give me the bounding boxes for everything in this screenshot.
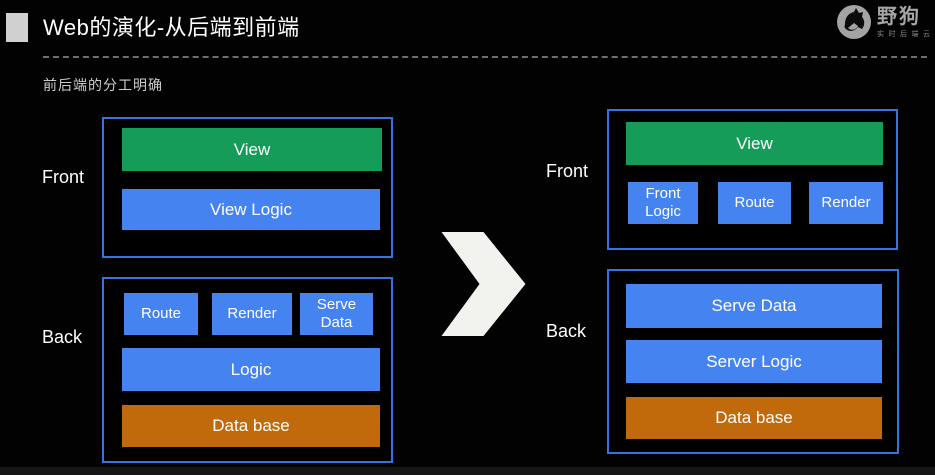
subtitle: 前后端的分工明确 — [43, 77, 163, 93]
after-serve-data-bar: Serve Data — [626, 284, 882, 328]
title-divider — [43, 56, 927, 58]
before-view-bar: View — [122, 128, 382, 171]
before-database-bar: Data base — [122, 405, 380, 447]
after-front-logic-chip: Front Logic — [628, 182, 698, 224]
before-logic-bar: Logic — [122, 348, 380, 391]
before-route-chip: Route — [124, 293, 198, 335]
bottom-strip — [0, 467, 935, 475]
before-view-logic-bar: View Logic — [122, 189, 380, 230]
title-marker — [6, 13, 28, 42]
after-database-bar: Data base — [626, 397, 882, 439]
logo-tagline: 实时后端云 — [877, 30, 935, 38]
wilddog-icon — [837, 5, 871, 39]
before-back-label: Back — [42, 327, 83, 347]
before-serve-data-chip: Serve Data — [300, 293, 373, 335]
logo-text: 野狗 实时后端云 — [877, 6, 935, 39]
evolution-arrow-icon — [441, 232, 526, 336]
after-server-logic-bar: Server Logic — [626, 340, 882, 383]
before-render-chip: Render — [212, 293, 292, 335]
before-front-label: Front — [42, 167, 85, 187]
after-front-label: Front — [546, 161, 589, 181]
after-view-bar: View — [626, 122, 883, 165]
brand-logo: 野狗 实时后端云 — [836, 4, 935, 40]
page-title: Web的演化-从后端到前端 — [43, 15, 300, 40]
after-back-label: Back — [546, 321, 587, 341]
logo-name: 野狗 — [877, 5, 921, 28]
after-route-chip: Route — [718, 182, 791, 224]
after-render-chip: Render — [809, 182, 883, 224]
